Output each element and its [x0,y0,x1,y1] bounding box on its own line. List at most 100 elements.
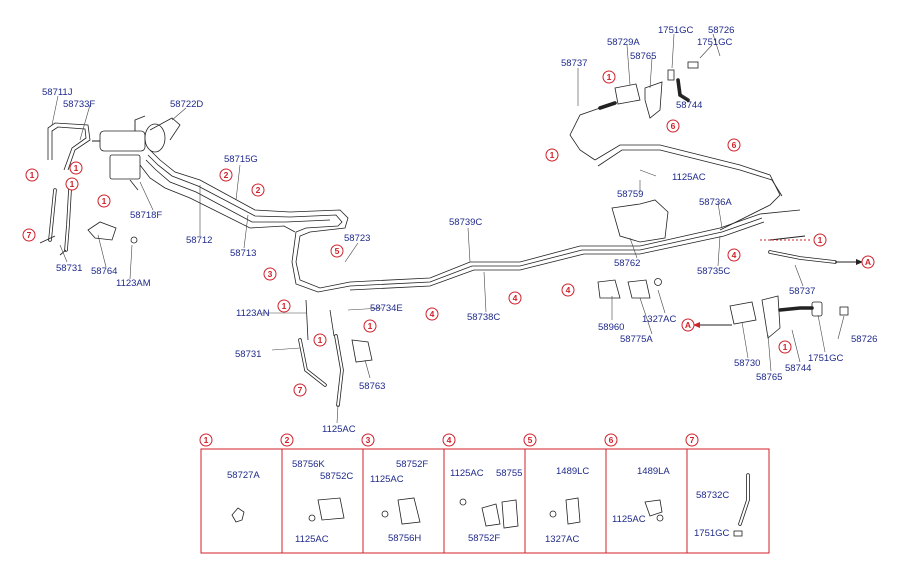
fitting-58730 [729,295,849,339]
part-label: 58733F [63,99,95,110]
callout-marker: 4 [727,248,741,262]
connector-marker-a: A [681,318,695,332]
svg-text:3: 3 [268,269,273,279]
svg-text:7: 7 [690,435,695,445]
part-labels: 58711J 58733F 58722D 58715G 58718F 58712… [42,25,877,435]
fitting-58729A [614,61,699,119]
svg-text:4: 4 [447,435,452,445]
callout-marker: 1 [602,70,616,84]
part-label: 58744 [676,100,702,111]
legend-part-label: 58756H [388,533,421,544]
part-label: 58735C [697,266,730,277]
part-label: 58723 [344,233,370,244]
svg-text:2: 2 [224,170,229,180]
callout-marker: 5 [330,244,344,258]
part-label: 58738C [467,312,500,323]
callout-marker: 1 [97,194,111,208]
part-label: 58711J [42,87,73,98]
legend-part-label: 58755 [496,468,522,479]
part-label: 58726 [851,334,877,345]
legend-table: 1 2 3 4 5 6 7 58727A 58756K 58752C 1125A… [199,433,770,554]
part-label: 1751GC [658,25,694,36]
part-label: 1125AC [322,424,356,435]
legend-part-label: 1125AC [450,468,484,479]
svg-text:A: A [685,320,691,330]
part-label: 58726 [708,25,734,36]
part-label: 58722D [170,99,203,110]
svg-text:1: 1 [282,301,287,311]
part-label: 58765 [756,372,782,383]
svg-text:5: 5 [335,246,340,256]
svg-text:1: 1 [607,72,612,82]
svg-text:6: 6 [732,140,737,150]
part-label: 58744 [785,363,811,374]
legend-part-label: 58756K [292,459,325,470]
svg-text:2: 2 [285,435,290,445]
svg-text:6: 6 [671,121,676,131]
legend-part-label: 1125AC [370,474,404,485]
callout-marker: 1 [545,148,559,162]
callout-marker: 1 [313,333,327,347]
svg-text:1: 1 [30,170,35,180]
part-label: 58729A [607,37,640,48]
part-label: 58765 [630,51,656,62]
part-label: 58730 [734,358,760,369]
svg-text:6: 6 [609,435,614,445]
svg-text:1: 1 [74,163,79,173]
legend-part-label: 58752C [320,471,353,482]
svg-text:5: 5 [528,435,533,445]
connector-marker-a: A [861,255,875,269]
svg-text:1: 1 [368,321,373,331]
diagram-drawing [39,61,863,407]
legend-part-label: 58732C [696,490,729,501]
callout-marker: 4 [508,291,522,305]
legend-header-marker: 4 [442,433,456,447]
part-label: 58763 [359,381,385,392]
part-label: 58734E [370,303,403,314]
callout-marker: 1 [277,299,291,313]
part-label: 58715G [224,154,258,165]
callout-marker: 1 [65,177,79,191]
callout-marker: 1 [813,233,827,247]
part-label: 58736A [699,197,732,208]
callout-marker: 3 [263,267,277,281]
part-label: 58713 [230,248,256,259]
legend-part-label: 1751GC [694,528,730,539]
callout-marker: 7 [22,228,36,242]
callout-marker: 1 [25,168,39,182]
svg-text:1: 1 [102,196,107,206]
svg-text:A: A [865,257,871,267]
legend-part-label: 1327AC [545,534,579,545]
callout-marker: 7 [293,383,307,397]
part-label: 58960 [598,322,624,333]
part-label: 58731 [235,349,261,360]
svg-text:1: 1 [204,435,209,445]
svg-text:1: 1 [783,342,788,352]
part-label: 1751GC [697,37,733,48]
leader-lines [51,33,845,424]
part-label: 1751GC [808,353,844,364]
svg-text:4: 4 [430,309,435,319]
part-label: 58759 [617,189,643,200]
svg-text:7: 7 [27,230,32,240]
part-label: 1327AC [642,314,676,325]
svg-text:7: 7 [298,385,303,395]
callout-marker: 1 [363,319,377,333]
callout-markers: 1 1 1 1 7 2 2 3 5 1 1 1 7 4 4 4 1 1 6 6 … [22,70,827,397]
callout-marker: 1 [778,340,792,354]
part-label: 58775A [620,334,653,345]
legend-part-label: 58752F [396,459,428,470]
part-label: 58718F [130,210,162,221]
legend-part-label: 1489LA [637,466,670,477]
svg-text:3: 3 [366,435,371,445]
callout-marker: 2 [219,168,233,182]
part-label: 58737 [789,286,815,297]
legend-part-label: 1125AC [295,534,329,545]
svg-text:4: 4 [513,293,518,303]
legend-header-marker: 7 [685,433,699,447]
callout-marker: 6 [666,119,680,133]
svg-text:1: 1 [318,335,323,345]
svg-text:4: 4 [566,285,571,295]
legend-part-label: 1489LC [556,466,589,477]
